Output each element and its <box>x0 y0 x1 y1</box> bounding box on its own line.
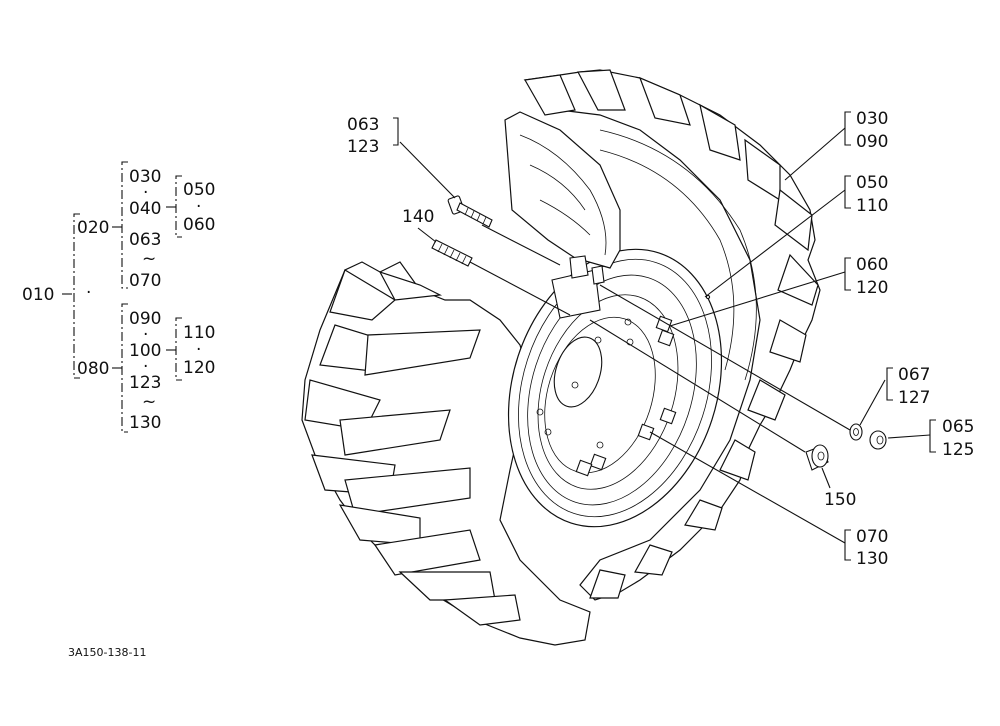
leader-lines <box>399 127 931 544</box>
bolt-063 <box>447 195 493 228</box>
tree-b-dot1: · <box>143 325 148 345</box>
callout-127: 127 <box>898 388 930 408</box>
callout-050: 050 <box>856 173 888 193</box>
callout-060-120: 060 120 <box>844 255 888 298</box>
callout-063: 063 <box>347 115 379 135</box>
tree-a-sub-050: 050 <box>183 180 215 200</box>
spacer-150 <box>805 444 829 471</box>
tree-a-dot: · <box>143 183 148 203</box>
tree-b-123: 123 <box>129 373 161 393</box>
tree-branch-020: 020 <box>77 218 109 238</box>
tree-b-sub-dot: · <box>196 340 201 360</box>
tree-branch-080: 080 <box>77 359 109 379</box>
callout-150: 150 <box>824 490 856 510</box>
callout-110: 110 <box>856 196 888 216</box>
callout-120: 120 <box>856 278 888 298</box>
callout-030: 030 <box>856 109 888 129</box>
tree-b-tilde: ~ <box>142 392 156 412</box>
callout-067-127: 067 127 <box>886 365 930 408</box>
tree-root-dot: · <box>86 283 91 303</box>
cutaway-section <box>504 111 621 319</box>
callout-150-label: 150 <box>824 490 856 510</box>
callout-140: 140 <box>402 207 434 227</box>
callout-130: 130 <box>856 549 888 569</box>
tree-b-100: 100 <box>129 341 161 361</box>
tree-b-sub-120: 120 <box>183 358 215 378</box>
callout-063-123: 063 123 <box>347 115 399 157</box>
tree-b-090: 090 <box>129 309 161 329</box>
callout-070: 070 <box>856 527 888 547</box>
drawing-code: 3A150-138-11 <box>68 646 146 659</box>
callout-060: 060 <box>856 255 888 275</box>
callout-070-130: 070 130 <box>844 527 888 569</box>
parts-tree: 010 · 020 030 · 040 063 ~ 070 050 · 060 … <box>22 161 215 433</box>
tree-root-010: 010 <box>22 285 54 305</box>
tree-b-sub-110: 110 <box>183 323 215 343</box>
tree-a-030: 030 <box>129 167 161 187</box>
callout-140-label: 140 <box>402 207 434 227</box>
tree-a-tilde: ~ <box>142 249 156 269</box>
tree-a-sub-060: 060 <box>183 215 215 235</box>
callout-125: 125 <box>942 440 974 460</box>
washer-067 <box>849 423 863 441</box>
tree-a-070: 070 <box>129 271 161 291</box>
nut-065 <box>869 430 887 450</box>
tree-a-sub-dot: · <box>196 197 201 217</box>
callout-065: 065 <box>942 417 974 437</box>
callout-050-110: 050 110 <box>844 173 888 216</box>
stud-140 <box>431 239 473 267</box>
callout-090: 090 <box>856 132 888 152</box>
callout-065-125: 065 125 <box>929 417 974 460</box>
callout-067: 067 <box>898 365 930 385</box>
wheel-rim <box>507 248 723 528</box>
tree-a-040: 040 <box>129 199 161 219</box>
tree-a-063: 063 <box>129 230 161 250</box>
tree-b-dot2: · <box>143 357 148 377</box>
tree-b-130: 130 <box>129 413 161 433</box>
callout-030-090: 030 090 <box>844 109 888 152</box>
callout-123: 123 <box>347 137 379 157</box>
